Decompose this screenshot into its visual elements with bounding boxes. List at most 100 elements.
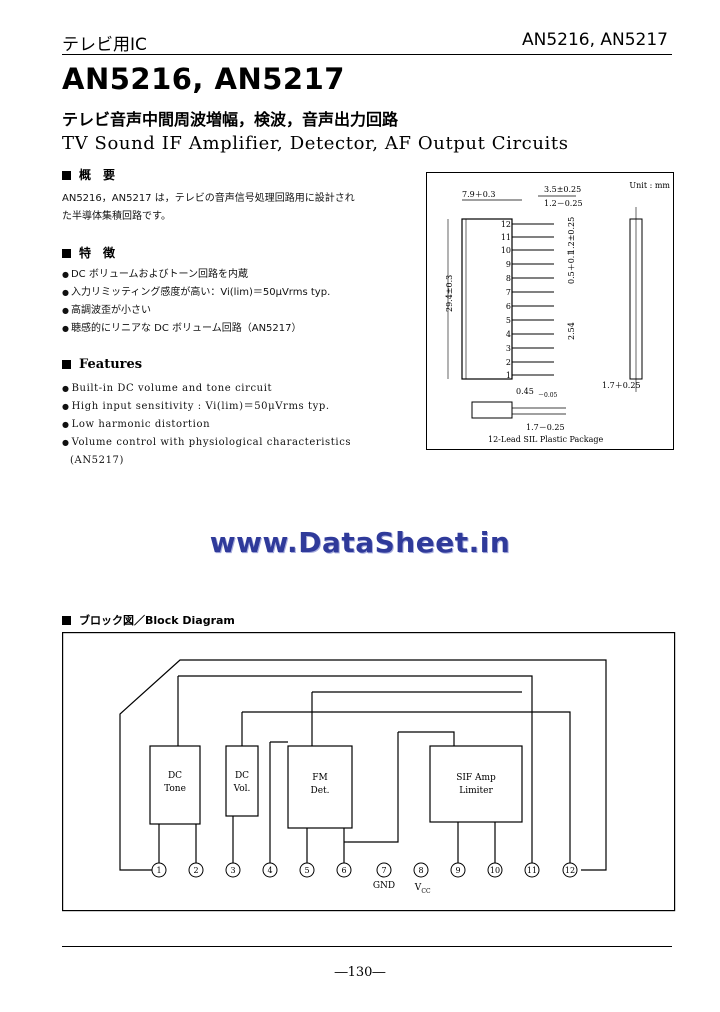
features-en-list: Built-in DC volume and tone circuit High… [62,380,392,470]
square-bullet-icon [62,249,71,258]
footer-rule [62,946,672,947]
dim-lead-tolerance: －0.05 [538,392,558,399]
gnd-label: GND [373,881,395,891]
block-label: DC [168,771,182,781]
pin-circle [262,862,278,878]
list-item: DC ボリュームおよびトーン回路を内蔵 [62,266,392,284]
block-diagram: DC Tone DC Vol. FM Det. SIF Amp Limiter … [62,632,676,912]
block-diagram-heading-text: ブロック図／Block Diagram [79,614,235,627]
pin-label: 4 [506,330,511,339]
block-label: Det. [310,786,329,796]
square-bullet-icon [62,616,71,625]
pin-circle [376,862,392,878]
page-title: AN5216, AN5217 [62,62,345,96]
dim-height: 29.4±0.3 [445,275,454,312]
list-item: Low harmonic distortion [62,416,392,434]
dim-lead-thickness: 0.45 [516,387,534,396]
list-item: 入力リミッティング感度が高い：Vi(lim)＝50μVrms typ. [62,284,392,302]
package-outline-drawing: Unit : mm 7.9＋0.3 3.5±0.25 1.2－0.25 12 1… [426,172,674,450]
overview-heading: 概 要 [62,166,115,183]
package-end-view [471,401,513,419]
pin-number: 3 [230,866,235,875]
wire [242,711,571,870]
pin-number: 1 [156,866,161,875]
list-item: Built-in DC volume and tone circuit [62,380,392,398]
pin-number: 7 [381,866,386,875]
package-pin-leads [512,223,554,376]
unit-label: Unit : mm [629,181,670,190]
features-jp-heading: 特 徴 [62,244,115,261]
pin-label: 5 [506,316,511,325]
wire [348,732,399,843]
dim-pin-width: 0.5＋0.1 [567,251,576,284]
pin-label: 1 [506,371,511,380]
features-jp-list: DC ボリュームおよびトーン回路を内蔵 入力リミッティング感度が高い：Vi(li… [62,266,392,338]
pin-label: 8 [506,274,511,283]
pin-circle [299,862,315,878]
pin-label: 6 [506,302,511,311]
diagram-frame [62,632,676,912]
package-caption: 12-Lead SIL Plastic Package [488,435,603,444]
watermark: www.DataSheet.in [209,526,511,559]
dim-lead-length: 1.7＋0.25 [602,381,641,390]
block-label: Vol. [233,784,251,794]
pin-label: 12 [501,220,511,229]
block-dc-tone [149,745,201,825]
package-frame [426,172,674,450]
block-label: DC [235,771,249,781]
block-label: Tone [164,784,186,794]
block-fm-det [287,745,353,829]
pin-circle [413,862,429,878]
vcc-subscript: CC [421,888,431,895]
wire-outer-loop [119,659,607,871]
dim-thickness2: 1.2－0.25 [544,199,583,208]
list-item: High input sensitivity : Vi(lim)＝50μVrms… [62,398,392,416]
pin-number: 10 [490,866,500,875]
page-number: ―130― [334,965,386,980]
pin-label: 3 [506,344,511,353]
pin-number: 12 [565,866,575,875]
overview-heading-text: 概 要 [79,168,116,182]
dim-width: 7.9＋0.3 [462,190,495,199]
pin-number: 4 [267,866,272,875]
pin-number: 9 [455,866,460,875]
overview-text: AN5216，AN5217 は，テレビの音声信号処理回路用に設計され た半導体集… [62,190,392,226]
features-en-heading: Features [62,357,142,372]
pin-label: 10 [501,246,511,255]
square-bullet-icon [62,171,71,180]
pin-circle [151,862,167,878]
block-diagram-heading: ブロック図／Block Diagram [62,612,235,628]
pin-label: 7 [506,288,511,297]
block-label: Limiter [459,786,493,796]
pin-label: 11 [501,233,511,242]
vcc-label: V [414,883,422,893]
block-dc-vol [225,745,259,817]
pin-circle [336,862,352,878]
pin-label: 2 [506,358,511,367]
list-item: 聴感的にリニアな DC ボリューム回路（AN5217） [62,320,392,338]
pin-circle [450,862,466,878]
block-label: SIF Amp [456,773,496,783]
pin-circle [225,862,241,878]
wire [178,675,533,870]
block-label: FM [312,773,327,783]
dim-254: 2.54 [567,322,576,340]
header-category: テレビ用IC [62,35,147,55]
pin-number: 6 [341,866,346,875]
overview-line: AN5216，AN5217 は，テレビの音声信号処理回路用に設計され [62,193,355,204]
block-sif-amp [429,745,523,823]
dim-lead-length2: 1.7－0.25 [526,423,565,432]
pin-circle [188,862,204,878]
pin-number: 2 [193,866,198,875]
subtitle-english: TV Sound IF Amplifier, Detector, AF Outp… [62,133,569,154]
list-item: 高調波歪が小さい [62,302,392,320]
pin-number: 5 [304,866,309,875]
pin-label: 9 [506,260,511,269]
overview-line: た半導体集積回路です。 [62,211,171,222]
wire [398,731,455,746]
header-part-numbers: AN5216, AN5217 [521,30,668,50]
subtitle-japanese: テレビ音声中間周波増幅，検波，音声出力回路 [62,110,399,129]
package-body [461,218,513,380]
dim-thickness: 3.5±0.25 [544,185,581,194]
features-en-heading-text: Features [79,357,143,372]
